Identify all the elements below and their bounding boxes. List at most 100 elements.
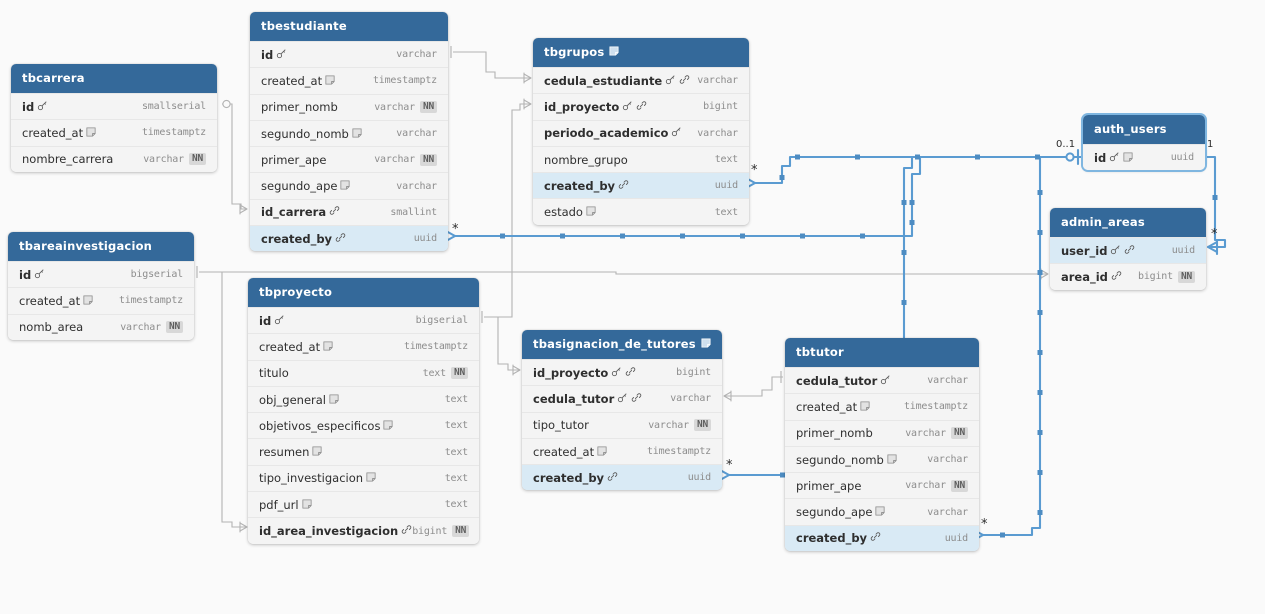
- field-type-cell: bigserial: [131, 269, 184, 280]
- table-header-tbgrupos[interactable]: tbgrupos: [533, 38, 749, 67]
- field-name: area_id: [1061, 269, 1108, 284]
- note-icon: [1123, 151, 1133, 165]
- field-type-cell: text: [715, 207, 738, 218]
- table-header-tbcarrera[interactable]: tbcarrera: [11, 64, 217, 93]
- field-row[interactable]: user_id uuid: [1050, 237, 1206, 264]
- field-name-cell: segundo_ape: [796, 505, 885, 519]
- field-name-cell: primer_nomb: [261, 100, 338, 114]
- not-null-badge: NN: [188, 153, 206, 166]
- field-name-cell: pdf_url: [259, 498, 312, 512]
- table-header-tbproyecto[interactable]: tbproyecto: [248, 278, 479, 307]
- table-header-auth_users[interactable]: auth_users: [1083, 115, 1205, 144]
- field-type: varchar: [905, 427, 946, 439]
- field-name: titulo: [259, 366, 289, 381]
- field-type-cell: timestamptz: [373, 75, 437, 86]
- field-name: created_at: [796, 399, 858, 414]
- table-title: tbgrupos: [544, 45, 605, 59]
- table-header-tbareainvestigacion[interactable]: tbareainvestigacion: [8, 232, 194, 261]
- link-icon: [679, 74, 690, 88]
- field-name: obj_general: [259, 392, 326, 407]
- table-header-tbestudiante[interactable]: tbestudiante: [250, 12, 448, 41]
- note-icon: [701, 337, 711, 351]
- cardinality-label: *: [981, 517, 988, 532]
- field-type: uuid: [687, 472, 711, 484]
- field-name-cell: id: [22, 100, 48, 114]
- key-icon: [617, 392, 628, 406]
- table-header-tbasignacion_de_tutores[interactable]: tbasignacion_de_tutores: [522, 330, 722, 359]
- field-type: text: [714, 206, 738, 218]
- field-type: uuid: [1171, 245, 1195, 257]
- field-name: user_id: [1061, 243, 1108, 258]
- field-name: segundo_nomb: [261, 126, 349, 141]
- note-icon: [323, 340, 333, 354]
- field-type: varchar: [670, 393, 711, 405]
- not-null-badge: NN: [419, 153, 437, 166]
- field-type-cell: uuid: [1172, 245, 1195, 256]
- field-name: created_by: [796, 531, 868, 546]
- not-null-badge: NN: [450, 367, 468, 380]
- table-header-tbtutor[interactable]: tbtutor: [785, 338, 979, 367]
- field-type-cell: varchar: [927, 454, 968, 465]
- field-type: varchar: [396, 128, 437, 140]
- table-header-admin_areas[interactable]: admin_areas: [1050, 208, 1206, 237]
- field-type: varchar: [927, 454, 968, 466]
- field-name-cell: cedula_tutor: [796, 374, 891, 388]
- key-icon: [1109, 151, 1120, 165]
- link-icon: [618, 179, 629, 193]
- field-row[interactable]: segundo_nomb varchar: [250, 119, 448, 147]
